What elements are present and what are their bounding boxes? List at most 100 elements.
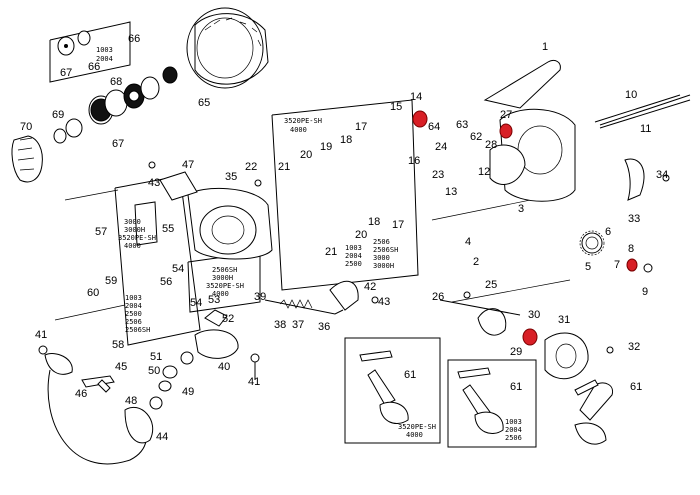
callout-56: 56	[160, 276, 172, 288]
arm-45-46	[81, 375, 115, 393]
drag-washers	[53, 30, 178, 144]
bail-arm	[149, 309, 260, 410]
callout-63: 63	[456, 119, 468, 131]
note-57-2: 3000H	[124, 226, 145, 234]
callout-16: 16	[408, 155, 420, 167]
callout-25: 25	[485, 279, 497, 291]
callout-42: 42	[364, 281, 376, 293]
callout-29: 29	[510, 346, 522, 358]
note-box17-header-1: 3520PE-SH	[284, 117, 322, 125]
note-box17-header-2: 4000	[290, 126, 307, 134]
note-59-5: 2506SH	[125, 326, 150, 334]
callout-60: 60	[87, 287, 99, 299]
callout-17b: 17	[392, 219, 404, 231]
rotor-assembly-31	[439, 299, 589, 380]
callout-55: 55	[162, 223, 174, 235]
callout-5: 5	[585, 261, 591, 273]
callout-32: 32	[628, 341, 640, 353]
note-box17-a-3: 2500	[345, 260, 362, 268]
callout-30: 30	[528, 309, 540, 321]
note-53-4: 4000	[212, 290, 229, 298]
note-handle-left-2: 4000	[406, 431, 423, 439]
note-box17-b-2: 2506SH	[373, 246, 398, 254]
callout-41b: 41	[248, 376, 260, 388]
callout-11: 11	[640, 123, 651, 135]
callout-67b: 67	[112, 138, 124, 150]
callout-8: 8	[628, 243, 634, 255]
note-topleft-1: 1003	[96, 46, 113, 54]
callout-23: 23	[432, 169, 444, 181]
callout-13: 13	[445, 186, 457, 198]
callout-4: 4	[465, 236, 471, 248]
callout-33: 33	[628, 213, 640, 225]
callout-19: 19	[320, 141, 332, 153]
drive-gear-5	[579, 230, 605, 256]
callout-68: 68	[110, 76, 122, 88]
callout-54a: 54	[172, 263, 184, 275]
callout-47: 47	[182, 159, 194, 171]
callout-44: 44	[156, 431, 168, 443]
bail-wire-44	[44, 353, 154, 465]
note-box17-a-1: 1003	[345, 244, 362, 252]
callout-1: 1	[542, 41, 548, 53]
drag-knob-70	[11, 135, 43, 183]
note-53-2: 3000H	[212, 274, 233, 282]
callout-10: 10	[625, 89, 637, 101]
callout-6: 6	[605, 226, 611, 238]
callout-39: 39	[254, 291, 266, 303]
callout-20b: 20	[355, 229, 367, 241]
callout-54b: 54	[190, 297, 202, 309]
callout-36: 36	[318, 321, 330, 333]
body-1	[483, 59, 691, 202]
spring-37	[264, 280, 359, 315]
callout-3: 3	[518, 203, 524, 215]
callout-61b: 61	[510, 381, 522, 393]
callout-48: 48	[125, 395, 137, 407]
callout-18a: 18	[340, 134, 352, 146]
note-handle-right-1: 1003	[505, 418, 522, 426]
callout-43a: 43	[148, 177, 160, 189]
note-box17-b-1: 2506	[373, 238, 390, 246]
note-box17-b-4: 3000H	[373, 262, 394, 270]
note-53-1: 2506SH	[212, 266, 237, 274]
note-57-4: 4000	[124, 242, 141, 250]
callout-62: 62	[470, 131, 482, 143]
callout-41a: 41	[35, 329, 47, 341]
note-59-1: 1003	[125, 294, 142, 302]
note-handle-right-2: 2004	[505, 426, 522, 434]
callout-9: 9	[642, 286, 648, 298]
callout-31: 31	[558, 314, 570, 326]
note-59-2: 2004	[125, 302, 142, 310]
callout-65: 65	[198, 97, 210, 109]
main-shaft	[599, 94, 691, 126]
callout-66a: 66	[88, 61, 100, 73]
callout-51: 51	[150, 351, 162, 363]
callout-43b: 43	[378, 296, 390, 308]
callout-61a: 61	[404, 369, 416, 381]
callout-58: 58	[112, 339, 124, 351]
bearing-14-highlight	[412, 110, 428, 128]
callout-17a: 17	[355, 121, 367, 133]
callout-numbers: 1 2 3 4 5 6 7 8 9 10 11 12 13 14 15 16 1…	[20, 33, 668, 443]
callout-28: 28	[485, 139, 497, 151]
callout-57: 57	[95, 226, 107, 238]
callout-52: 52	[222, 313, 234, 325]
note-53-3: 3520PE-SH	[206, 282, 244, 290]
callout-22: 22	[245, 161, 257, 173]
note-57-3: 3520PE-SH	[118, 234, 156, 242]
highlighted-bearings	[412, 110, 638, 346]
callout-15: 15	[390, 101, 402, 113]
note-handle-left-1: 3520PE-SH	[398, 423, 436, 431]
callout-2: 2	[473, 256, 479, 268]
bearing-7-highlight	[626, 258, 638, 272]
callout-21a: 21	[278, 161, 290, 173]
callout-67a: 67	[60, 67, 72, 79]
callout-12: 12	[478, 166, 490, 178]
callout-35: 35	[225, 171, 237, 183]
model-notes: 1003 2004 3520PE-SH 4000 1003 2004 2500 …	[96, 46, 522, 442]
callout-45: 45	[115, 361, 127, 373]
note-59-4: 2506	[125, 318, 142, 326]
callout-69: 69	[52, 109, 64, 121]
rotor-body	[134, 171, 273, 260]
